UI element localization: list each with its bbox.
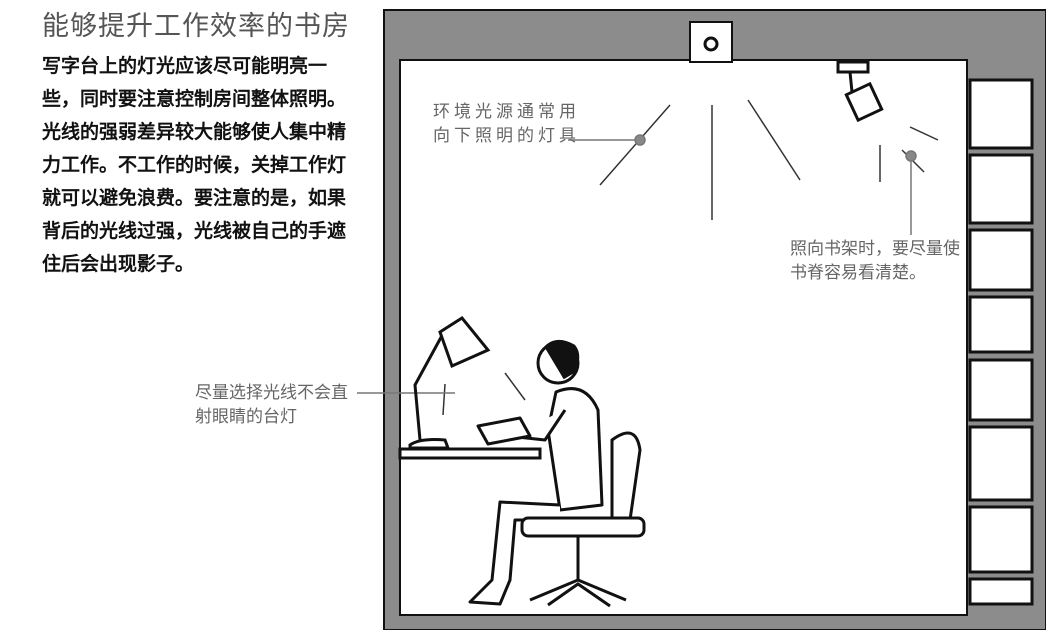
callout-spotlight: 照向书架时，要尽量使书脊容易看清楚。 bbox=[790, 239, 960, 283]
body-paragraph: 写字台上的灯光应该尽可能明亮一些，同时要注意控制房间整体照明。光线的强弱差异较大… bbox=[42, 55, 347, 275]
chair bbox=[520, 431, 646, 608]
light-rays bbox=[442, 99, 939, 416]
bookshelf bbox=[968, 78, 1034, 606]
desk-lamp bbox=[408, 316, 491, 450]
callout-ambient-light: 环境光源通常用向下照明的灯具 bbox=[433, 102, 580, 146]
spotlight bbox=[836, 60, 884, 123]
callout-desk-lamp: 尽量选择光线不会直射眼睛的台灯 bbox=[195, 383, 348, 427]
ceiling-light-bulb bbox=[703, 36, 719, 52]
page-title: 能够提升工作效率的书房 bbox=[42, 11, 350, 42]
desk bbox=[398, 447, 542, 460]
person bbox=[468, 340, 604, 606]
ceiling-light bbox=[689, 21, 733, 63]
